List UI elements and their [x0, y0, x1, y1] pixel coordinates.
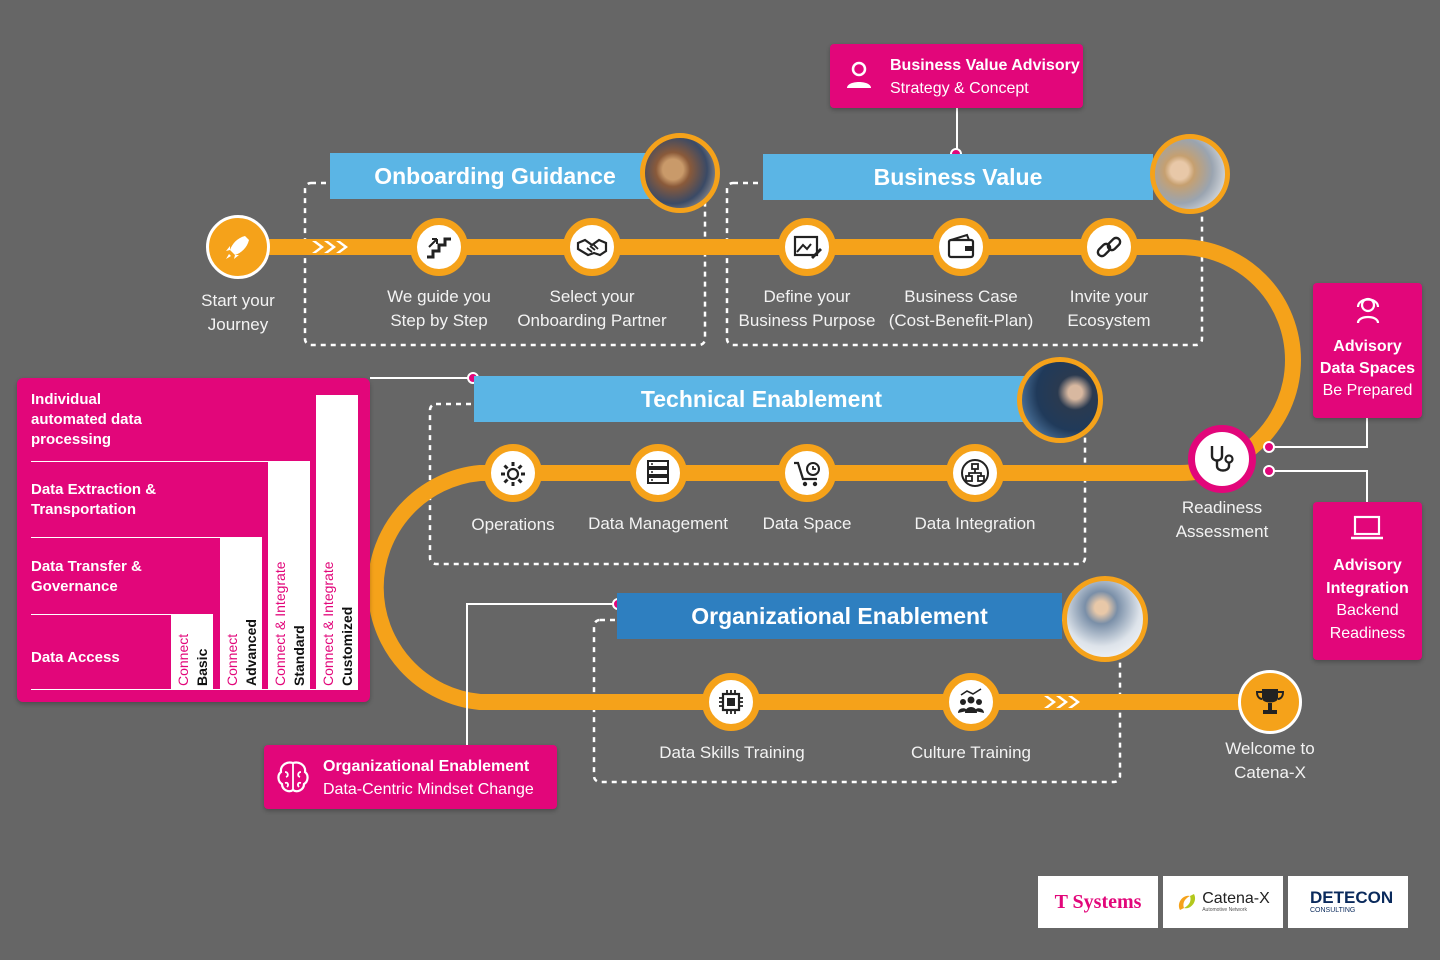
cart-icon — [794, 461, 820, 487]
data-space-label: Data Space — [762, 514, 852, 533]
network-icon — [961, 459, 989, 487]
tier-prefix: Connect — [224, 633, 240, 686]
culture-training-label: Culture Training — [910, 743, 1032, 762]
user-icon — [847, 61, 871, 88]
data-skills-label: Data Skills Training — [659, 743, 805, 762]
advisory-integration-box[interactable]: Advisory Integration Backend Readiness — [1313, 502, 1422, 660]
headset-icon — [1356, 297, 1380, 324]
laptop-icon — [1351, 515, 1383, 540]
org-advisory-connector — [466, 603, 618, 745]
org-advisory-box[interactable]: Organizational Enablement Data-Centric M… — [264, 745, 557, 809]
tsystems-logo: T Systems — [1038, 876, 1158, 928]
tier-name: Basic — [194, 648, 210, 686]
tier-name: Customized — [339, 606, 355, 686]
technical-title: Technical Enablement — [474, 376, 1049, 422]
package-row-label: Data Transfer &Governance — [31, 558, 142, 595]
finish-node[interactable] — [1238, 670, 1302, 734]
invite-ecosystem-node[interactable] — [1080, 218, 1138, 276]
catenax-logo: Catena-X Automotive Network — [1163, 876, 1283, 928]
divider — [31, 461, 268, 462]
business-case-node[interactable] — [932, 218, 990, 276]
define-purpose-node[interactable] — [778, 218, 836, 276]
gear-icon — [501, 462, 525, 486]
data-integration-label: Data Integration — [914, 514, 1036, 533]
business-value-title: Business Value — [763, 154, 1153, 200]
business-case-label: Business Case(Cost-Benefit-Plan) — [888, 287, 1034, 330]
divider — [31, 614, 172, 615]
stairs-icon — [427, 237, 451, 259]
connector-dot — [1263, 441, 1275, 453]
link-icon — [1096, 236, 1122, 258]
tier-standard-bar[interactable]: Connect & Integrate Standard — [268, 461, 310, 689]
data-management-node[interactable] — [629, 444, 687, 502]
journey-path — [238, 239, 1301, 710]
chip-icon — [719, 690, 743, 714]
start-node[interactable] — [206, 215, 270, 279]
data-spaces-connector — [1270, 418, 1368, 448]
divider — [31, 689, 358, 690]
chevrons-bottom — [1044, 696, 1080, 708]
advisory-data-spaces-box[interactable]: Advisory Data Spaces Be Prepared — [1313, 283, 1422, 418]
training-photo — [1062, 576, 1148, 662]
package-row-label: Data Access — [31, 649, 120, 666]
tier-prefix: Connect & Integrate — [272, 561, 288, 686]
team-icon — [958, 688, 984, 713]
business-value-advisory-box[interactable]: Business Value Advisory Strategy & Conce… — [830, 44, 1083, 108]
data-skills-node[interactable] — [702, 673, 760, 731]
operations-node[interactable] — [484, 444, 542, 502]
connector-dot — [1263, 465, 1275, 477]
chevrons-top — [312, 241, 348, 253]
tier-name: Standard — [291, 625, 307, 686]
data-integration-node[interactable] — [946, 444, 1004, 502]
tier-customized-bar[interactable]: Connect & Integrate Customized — [316, 395, 358, 689]
organizational-title: Organizational Enablement — [617, 593, 1062, 639]
select-partner-node[interactable] — [563, 218, 621, 276]
integration-connector — [1270, 470, 1368, 502]
image-edit-icon — [793, 235, 822, 259]
readiness-node[interactable] — [1188, 425, 1256, 493]
handshake-icon — [576, 238, 608, 257]
brain-icon — [277, 761, 309, 793]
server-icon — [647, 460, 669, 484]
technician-photo — [1017, 357, 1103, 443]
onboarding-title: Onboarding Guidance — [330, 153, 660, 199]
tier-advanced-bar[interactable]: Connect Advanced — [220, 537, 262, 689]
tier-name: Advanced — [243, 619, 259, 686]
tier-prefix: Connect — [175, 633, 191, 686]
data-management-label: Data Management — [588, 514, 728, 533]
catenax-mark-icon — [1179, 894, 1196, 910]
tier-basic-bar[interactable]: Connect Basic — [171, 614, 213, 689]
stethoscope-icon — [1210, 446, 1234, 472]
package-row-label: Data Extraction &Transportation — [31, 481, 157, 518]
wallet-icon — [947, 233, 975, 259]
tier-prefix: Connect & Integrate — [320, 561, 336, 686]
guide-step-node[interactable] — [410, 218, 468, 276]
operations-label: Operations — [471, 515, 555, 534]
data-space-node[interactable] — [778, 444, 836, 502]
culture-training-node[interactable] — [942, 673, 1000, 731]
teamwork-hands-photo — [640, 133, 720, 213]
detecon-logo: DETECON CONSULTING — [1288, 876, 1408, 928]
trophy-icon — [1255, 689, 1285, 714]
rocket-icon — [226, 236, 249, 259]
business-people-photo — [1150, 134, 1230, 214]
divider — [31, 537, 220, 538]
